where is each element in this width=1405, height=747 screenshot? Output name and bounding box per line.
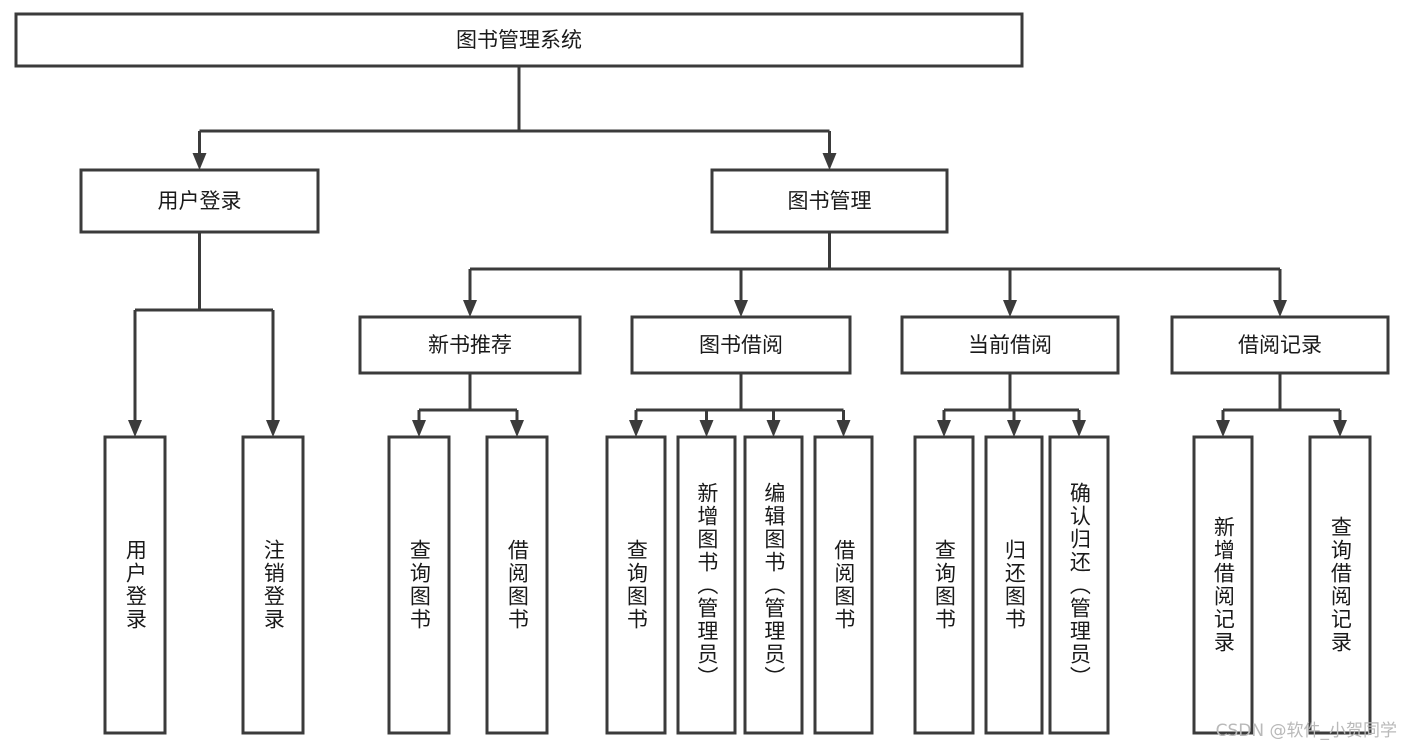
node-box xyxy=(1308,435,1372,735)
node-label: 当前借阅 xyxy=(968,333,1052,357)
node-label: 新书推荐 xyxy=(428,333,512,357)
node-leaf-user-login xyxy=(103,435,167,735)
node-box xyxy=(14,12,1024,68)
node-leaf-edit-book xyxy=(743,435,804,735)
arrow-head-icon xyxy=(766,420,781,437)
node-borrow-record xyxy=(1170,315,1390,375)
node-label: 图书借阅 xyxy=(699,333,783,357)
node-box xyxy=(1192,435,1254,735)
node-leaf-borrow-book-1 xyxy=(485,435,549,735)
arrow-head-icon xyxy=(266,420,280,437)
arrow-head-icon xyxy=(836,420,851,437)
arrow-head-icon xyxy=(510,420,524,437)
node-label: 借阅记录 xyxy=(1238,333,1322,357)
node-leaf-query-record xyxy=(1308,435,1372,735)
arrow-head-icon xyxy=(937,420,951,437)
arrow-head-icon xyxy=(1007,420,1021,437)
node-box xyxy=(103,435,167,735)
node-box xyxy=(984,435,1044,735)
node-label: 图书管理系统 xyxy=(456,28,582,52)
arrow-head-icon xyxy=(1216,420,1230,437)
node-box xyxy=(743,435,804,735)
node-user-login xyxy=(79,168,320,234)
node-box xyxy=(79,168,320,234)
node-current-borrow xyxy=(900,315,1120,375)
arrow-head-icon xyxy=(1273,300,1287,317)
arrow-head-icon xyxy=(734,300,748,317)
node-leaf-query-book-1 xyxy=(387,435,451,735)
node-box xyxy=(485,435,549,735)
arrow-head-icon xyxy=(1072,420,1086,437)
node-leaf-query-book-2 xyxy=(605,435,667,735)
node-box xyxy=(387,435,451,735)
node-root xyxy=(14,12,1024,68)
node-new-book-rec xyxy=(358,315,582,375)
node-leaf-confirm-return xyxy=(1048,435,1110,735)
watermark-text: CSDN @软件_小贺同学 xyxy=(1215,721,1397,741)
node-book-borrow xyxy=(630,315,852,375)
node-leaf-borrow-book-2 xyxy=(813,435,874,735)
arrow-head-icon xyxy=(128,420,142,437)
node-box xyxy=(630,315,852,375)
node-label: 用户登录 xyxy=(158,189,242,213)
node-leaf-return-book xyxy=(984,435,1044,735)
node-box xyxy=(676,435,737,735)
node-box xyxy=(1170,315,1390,375)
node-box xyxy=(605,435,667,735)
arrow-head-icon xyxy=(1333,420,1347,437)
arrow-head-icon xyxy=(192,153,207,170)
node-label: 图书管理 xyxy=(788,189,872,213)
node-box xyxy=(241,435,305,735)
node-leaf-query-book-3 xyxy=(913,435,975,735)
node-box xyxy=(900,315,1120,375)
arrow-head-icon xyxy=(629,420,643,437)
node-leaf-add-book xyxy=(676,435,737,735)
arrow-head-icon xyxy=(1003,300,1017,317)
node-box xyxy=(358,315,582,375)
arrow-head-icon xyxy=(463,300,477,317)
node-box xyxy=(813,435,874,735)
node-box xyxy=(913,435,975,735)
arrow-head-icon xyxy=(699,420,714,437)
node-leaf-add-record xyxy=(1192,435,1254,735)
node-leaf-logout xyxy=(241,435,305,735)
node-box xyxy=(1048,435,1110,735)
arrow-head-icon xyxy=(412,420,426,437)
arrow-head-icon xyxy=(822,153,837,170)
